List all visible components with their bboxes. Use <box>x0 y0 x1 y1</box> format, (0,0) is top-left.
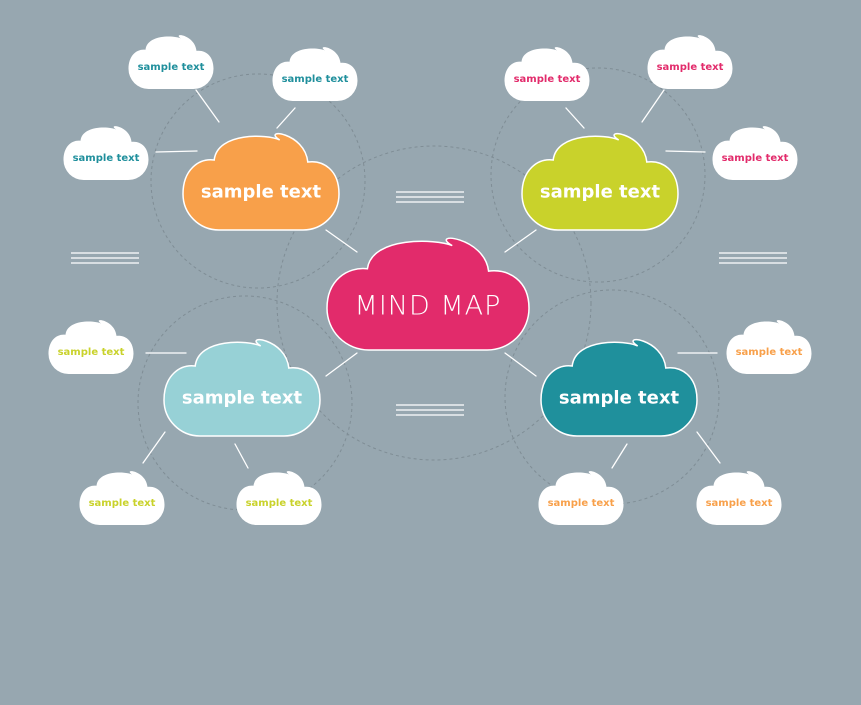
triple-line-left <box>71 252 139 264</box>
leaf-cloud-1-2-label: sample text <box>282 74 349 85</box>
leaf-cloud-3-1: sample text <box>48 320 134 374</box>
leaf-cloud-4-1-label: sample text <box>736 347 803 358</box>
triple-line-top <box>396 191 464 203</box>
leaf-cloud-1-2-shape <box>272 47 358 101</box>
connector-center-branch-1 <box>325 229 358 253</box>
connector-branch-1-leaf-2 <box>276 107 296 129</box>
triple-line-right <box>719 252 787 264</box>
leaf-cloud-4-3-shape <box>696 471 782 525</box>
connector-branch-4-leaf-2 <box>611 443 628 469</box>
branch-cloud-3: sample text <box>163 339 321 437</box>
center-cloud-label: MIND MAP <box>355 290 502 321</box>
leaf-cloud-4-1-shape <box>726 320 812 374</box>
connector-branch-3-leaf-3 <box>234 443 249 469</box>
leaf-cloud-1-1-shape <box>128 35 214 89</box>
leaf-cloud-3-2-label: sample text <box>89 498 156 509</box>
leaf-cloud-2-3-shape <box>712 126 798 180</box>
connector-branch-1-leaf-1 <box>195 89 220 123</box>
leaf-cloud-3-3: sample text <box>236 471 322 525</box>
branch-cloud-2-shape <box>521 133 679 231</box>
leaf-cloud-4-1: sample text <box>726 320 812 374</box>
leaf-cloud-4-2-label: sample text <box>548 498 615 509</box>
orbit-ring-center <box>276 145 592 461</box>
orbit-ring-bottom-left <box>137 295 353 511</box>
branch-cloud-4-shape <box>540 339 698 437</box>
leaf-cloud-4-2: sample text <box>538 471 624 525</box>
leaf-cloud-2-2: sample text <box>647 35 733 89</box>
leaf-cloud-3-3-shape <box>236 471 322 525</box>
leaf-cloud-2-2-label: sample text <box>657 62 724 73</box>
branch-cloud-1: sample text <box>182 133 340 231</box>
orbit-ring-bottom-right <box>504 289 720 505</box>
branch-cloud-4: sample text <box>540 339 698 437</box>
leaf-cloud-2-3-label: sample text <box>722 153 789 164</box>
leaf-cloud-3-3-label: sample text <box>246 498 313 509</box>
center-cloud-shape <box>326 237 530 351</box>
leaf-cloud-2-1-label: sample text <box>514 74 581 85</box>
decorative-lines <box>71 191 787 416</box>
connector-branch-2-leaf-1 <box>565 107 585 129</box>
center-cloud: MIND MAP <box>326 237 530 351</box>
connector-branch-2-leaf-2 <box>641 89 665 123</box>
branch-cloud-3-shape <box>163 339 321 437</box>
connector-branch-1-leaf-3 <box>155 150 198 153</box>
leaf-cloud-1-3-shape <box>63 126 149 181</box>
branch-cloud-2: sample text <box>521 133 679 231</box>
leaf-cloud-1-2: sample text <box>272 47 358 101</box>
leaf-cloud-1-3-label: sample text <box>73 153 140 164</box>
connector-branch-4-leaf-3 <box>696 431 721 464</box>
leaf-cloud-2-1-shape <box>504 47 590 101</box>
connector-center-branch-2 <box>504 229 537 253</box>
leaf-cloud-2-2-shape <box>647 35 733 89</box>
branch-cloud-3-label: sample text <box>182 388 303 409</box>
leaf-cloud-3-2-shape <box>79 471 165 525</box>
orbit-ring-top-right <box>490 67 706 283</box>
branch-cloud-4-label: sample text <box>559 388 680 409</box>
leaf-cloud-1-1-label: sample text <box>138 62 205 73</box>
triple-line-bottom <box>396 404 464 416</box>
connector-center-branch-4 <box>504 352 537 377</box>
connector-center-branch-3 <box>325 352 358 377</box>
leaf-cloud-2-1: sample text <box>504 47 590 101</box>
connectors <box>142 89 721 469</box>
leaf-cloud-4-2-shape <box>538 471 624 525</box>
leaf-cloud-4-3: sample text <box>696 471 782 525</box>
leaf-cloud-3-2: sample text <box>79 471 165 525</box>
leaf-cloud-2-3: sample text <box>712 126 798 180</box>
leaf-cloud-3-1-label: sample text <box>58 347 125 358</box>
orbit-ring-top-left <box>150 73 366 289</box>
connector-branch-3-leaf-2 <box>142 431 166 464</box>
branch-cloud-1-shape <box>182 133 340 231</box>
leaf-cloud-3-1-shape <box>48 320 134 374</box>
leaf-cloud-1-1: sample text <box>128 35 214 89</box>
branch-cloud-2-label: sample text <box>540 182 661 203</box>
leaf-cloud-4-3-label: sample text <box>706 498 773 509</box>
orbit-rings <box>137 67 720 511</box>
branch-cloud-1-label: sample text <box>201 182 322 203</box>
connector-branch-2-leaf-3 <box>665 150 706 153</box>
leaf-cloud-1-3: sample text <box>63 126 149 181</box>
clouds: sample text sample text sample text sample … <box>48 35 812 525</box>
